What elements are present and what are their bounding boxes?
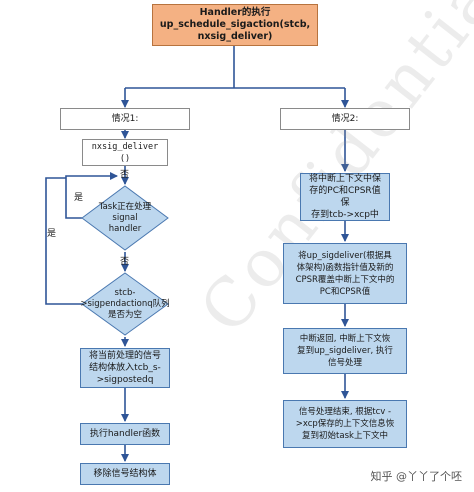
case1-label: 情况1: (111, 114, 139, 124)
decision1-line-2: signal (112, 212, 138, 223)
right-step-3-line-2: 复到up_sigdeliver, 执行 (297, 346, 393, 356)
case2-node: 情况2: (280, 108, 410, 130)
right-step-4: 信号处理结束, 根据tcv - >xcp保存的上下文信息恢 复到初始task上下… (283, 400, 407, 448)
decision1-line-3: handler (108, 223, 142, 234)
left-step-2: 执行handler函数 (80, 423, 170, 445)
credit-watermark: 知乎 @丫丫了个呸 (370, 470, 463, 483)
right-step-1-line-1: 将中断上下文中保 (308, 174, 381, 184)
left-step-3: 移除信号结构体 (80, 463, 170, 485)
decision2-line-3: 是否为空 (107, 309, 142, 320)
case1-node: 情况1: (60, 108, 190, 130)
right-step-3-line-1: 中断返回, 中断上下文恢 (299, 334, 391, 344)
right-step-1-line-3: 存到tcb->xcp中 (311, 210, 379, 220)
nxsig-line-1: nxsig_deliver (91, 141, 159, 152)
edge-label-yes-2: 是 (47, 229, 57, 239)
edge-label-no-1: 否 (120, 170, 130, 180)
edge-yes-loop-inner (65, 172, 118, 219)
right-step-2-line-4: PC和CPSR值 (319, 286, 371, 297)
decision-shape-2 (81, 272, 169, 336)
title-line-3: nxsig_deliver) (197, 31, 273, 42)
nxsig-deliver-node: nxsig_deliver () (82, 139, 168, 166)
edge-label-yes-1: 是 (74, 193, 84, 203)
title-line-1: Handler的执行 (199, 7, 271, 18)
left-step-1-line-2: 结构体放入tcb_s- (89, 363, 161, 373)
right-step-4-line-1: 信号处理结束, 根据tcv - (298, 407, 392, 417)
right-step-4-line-3: 复到初始task上下文中 (302, 431, 388, 441)
right-step-1-line-2: 存的PC和CPSR值保 (309, 186, 381, 208)
decision1-line-1: Task正在处理 (98, 201, 152, 212)
right-step-4-line-2: >xcp保存的上下文信息恢 (295, 419, 395, 429)
left-step-3-text: 移除信号结构体 (93, 469, 157, 479)
case2-label: 情况2: (331, 114, 359, 124)
right-step-2: 将up_sigdeliver(根据具 体架构)函数指针值及新的 CPSR覆盖中断… (283, 243, 407, 304)
right-step-1: 将中断上下文中保 存的PC和CPSR值保 存到tcb->xcp中 (300, 173, 390, 221)
decision2-line-2: >sigpendactionq队列 (80, 298, 170, 309)
left-step-1-line-1: 将当前处理的信号 (88, 351, 161, 361)
nxsig-line-2: () (119, 153, 131, 164)
title-line-2: up_schedule_sigaction(stcb, (159, 19, 311, 30)
decision1-text: Task正在处理 signal handler (86, 196, 164, 240)
right-step-2-line-3: CPSR覆盖中断上下文中的 (295, 274, 395, 285)
left-step-1-line-3: >sigpostedq (96, 375, 154, 385)
right-step-3: 中断返回, 中断上下文恢 复到up_sigdeliver, 执行 信号处理 (283, 328, 407, 374)
title-node: Handler的执行 up_schedule_sigaction(stcb, n… (152, 4, 318, 46)
right-step-2-line-2: 体架构)函数指针值及新的 (296, 262, 394, 273)
right-step-3-line-3: 信号处理 (327, 358, 362, 368)
edge-yes-loop-outer (45, 177, 82, 305)
left-step-1: 将当前处理的信号 结构体放入tcb_s- >sigpostedq (80, 348, 170, 388)
decision2-text: stcb- >sigpendactionq队列 是否为空 (68, 283, 182, 325)
right-step-2-line-1: 将up_sigdeliver(根据具 (298, 250, 392, 261)
decision2-line-1: stcb- (114, 287, 136, 298)
left-step-2-text: 执行handler函数 (89, 429, 161, 439)
decision-shape-1 (81, 185, 169, 251)
edge-label-no-2: 否 (120, 257, 130, 267)
